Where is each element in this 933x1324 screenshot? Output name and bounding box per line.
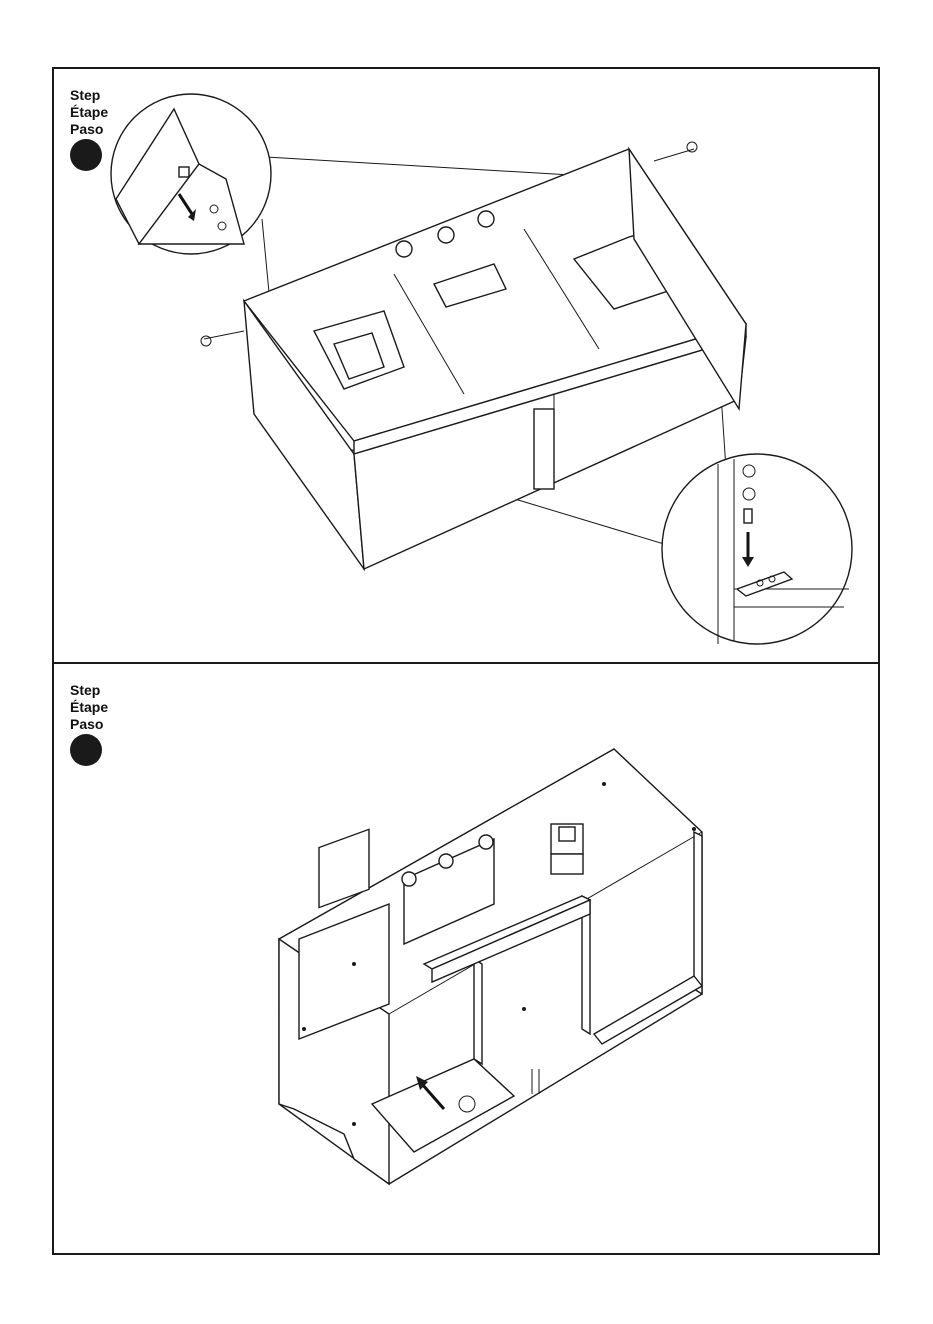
knob-icon — [439, 854, 453, 868]
knob-icon — [402, 872, 416, 886]
knob-icon — [438, 227, 454, 243]
knob-icon — [396, 241, 412, 257]
screw-icon — [201, 331, 244, 346]
step-panel-1: Step Étape Paso — [52, 67, 880, 664]
assembly-illustration-2 — [54, 664, 878, 1253]
knob-icon — [478, 211, 494, 227]
assembly-illustration-1 — [54, 69, 878, 662]
knob-icon — [479, 835, 493, 849]
screw-icon — [654, 142, 697, 161]
detail-callout-bottom — [662, 454, 852, 644]
step-panel-2: Step Étape Paso — [52, 662, 880, 1255]
